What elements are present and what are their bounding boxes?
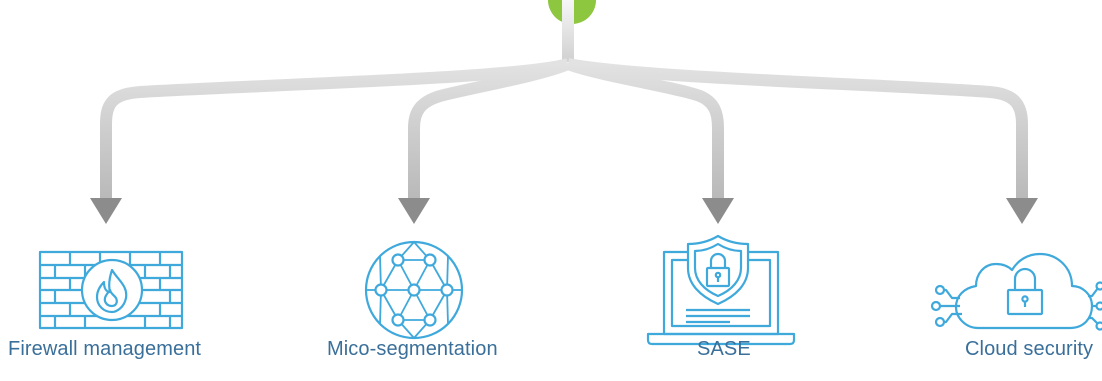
cloud-lock-icon [932, 254, 1102, 330]
laptop-shield-lock-icon [648, 236, 794, 344]
arrow-head-firewall [90, 198, 122, 224]
arrow-head-cloud [1006, 198, 1038, 224]
label-firewall-management: Firewall management [8, 338, 201, 361]
connector-branch-sase [568, 64, 718, 198]
network-globe-icon [366, 242, 462, 338]
arrow-head-sase [702, 198, 734, 224]
label-cloud-security: Cloud security [965, 338, 1093, 361]
connector-branch-mico [414, 64, 568, 198]
connector-trunk [562, 0, 574, 62]
firewall-icon [40, 252, 182, 328]
label-sase: SASE [697, 338, 751, 361]
label-mico-segmentation: Mico-segmentation [327, 338, 498, 361]
arrow-head-mico [398, 198, 430, 224]
